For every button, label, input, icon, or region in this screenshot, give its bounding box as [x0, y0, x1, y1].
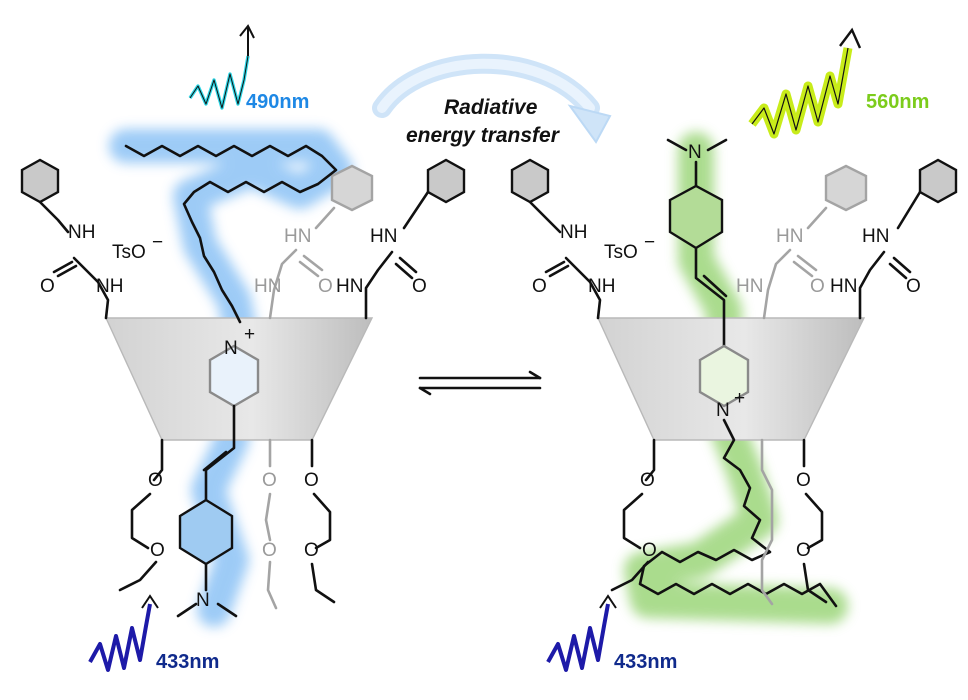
- right-emission-wave: [748, 47, 853, 139]
- left-excitation-label: 433nm: [156, 651, 219, 673]
- right-pyridinium-charge: +: [734, 388, 745, 409]
- left-pyridinium-n: N: [224, 338, 238, 359]
- left-pyridinium-ring: [208, 344, 260, 408]
- svg-text:O: O: [304, 470, 319, 491]
- left-tso-charge: −: [152, 232, 163, 253]
- left-alkyl-chain: [124, 144, 338, 324]
- right-urea-arm-3: [858, 158, 958, 320]
- left-nh-label-1: NH: [68, 222, 95, 243]
- left-vinyl: [204, 404, 236, 502]
- right-glycol-chain-3: O O: [796, 438, 828, 604]
- right-guest-glow: [624, 132, 848, 624]
- svg-text:O: O: [642, 540, 657, 561]
- svg-text:O: O: [150, 540, 165, 561]
- right-excitation-label: 433nm: [614, 651, 677, 673]
- right-o-label-3: O: [906, 276, 921, 297]
- svg-text:O: O: [262, 470, 277, 491]
- transfer-label-line1: Radiative: [444, 96, 538, 119]
- left-aminophenyl-ring: [178, 498, 234, 566]
- left-glycol-chain-2: O O: [262, 438, 278, 610]
- right-hn-label-1: HN: [776, 226, 803, 247]
- right-urea-arm-1: [510, 158, 602, 320]
- left-o-label-1: O: [40, 276, 55, 297]
- left-complex: NH O NH TsO − HN HN O HN HN O N + N O O: [20, 24, 466, 673]
- radiative-arrow-head: [567, 104, 612, 144]
- transfer-label-line2: energy transfer: [406, 124, 561, 147]
- svg-text:O: O: [262, 540, 277, 561]
- right-complex: NH O NH TsO − HN HN O HN HN O N N + O O: [510, 27, 958, 673]
- right-nh-label-1: NH: [560, 222, 587, 243]
- svg-text:O: O: [796, 470, 811, 491]
- left-glycol-chain-3: O O: [304, 438, 336, 604]
- left-nh-label-2: NH: [96, 276, 123, 297]
- right-glycol-chain-2: [760, 438, 774, 606]
- left-urea-arm-2: [268, 164, 374, 320]
- left-hn-label-1: HN: [284, 226, 311, 247]
- left-pyridinium-charge: +: [244, 324, 255, 345]
- svg-text:O: O: [796, 540, 811, 561]
- svg-text:O: O: [304, 540, 319, 561]
- left-excitation-wave: [88, 603, 152, 672]
- center-transfer: Radiative energy transfer: [372, 53, 612, 396]
- left-amine-n: N: [196, 590, 210, 611]
- left-hn-label-4: HN: [336, 276, 363, 297]
- right-amine-n: N: [688, 142, 702, 163]
- right-hn-label-3: HN: [862, 226, 889, 247]
- right-emission-label: 560nm: [866, 91, 929, 113]
- right-hn-label-4: HN: [830, 276, 857, 297]
- right-urea-arm-2: [762, 164, 868, 320]
- right-aminophenyl-ring: [668, 184, 724, 250]
- left-hn-label-3: HN: [370, 226, 397, 247]
- right-alkyl-chain: [638, 418, 838, 608]
- left-hn-label-2: HN: [254, 276, 281, 297]
- left-o-label-2: O: [318, 276, 333, 297]
- equilibrium-arrows: [418, 370, 542, 396]
- left-tso-label: TsO: [112, 242, 146, 263]
- right-glycol-chain-1: O O: [610, 438, 657, 592]
- left-urea-arm-3: [364, 158, 466, 320]
- right-vinyl: [694, 246, 726, 348]
- left-emission-label: 490nm: [246, 91, 309, 113]
- left-o-label-3: O: [412, 276, 427, 297]
- right-pyridinium-ring: [698, 344, 750, 408]
- svg-text:O: O: [640, 470, 655, 491]
- right-tso-charge: −: [644, 232, 655, 253]
- svg-text:O: O: [148, 470, 163, 491]
- right-hn-label-2: HN: [736, 276, 763, 297]
- right-o-label-1: O: [532, 276, 547, 297]
- right-o-label-2: O: [810, 276, 825, 297]
- right-nh-label-2: NH: [588, 276, 615, 297]
- right-pyridinium-n: N: [716, 400, 730, 421]
- left-glycol-chain-1: O O: [118, 438, 165, 592]
- left-urea-arm-1: [20, 158, 110, 320]
- right-tso-label: TsO: [604, 242, 638, 263]
- right-excitation-wave: [546, 603, 610, 672]
